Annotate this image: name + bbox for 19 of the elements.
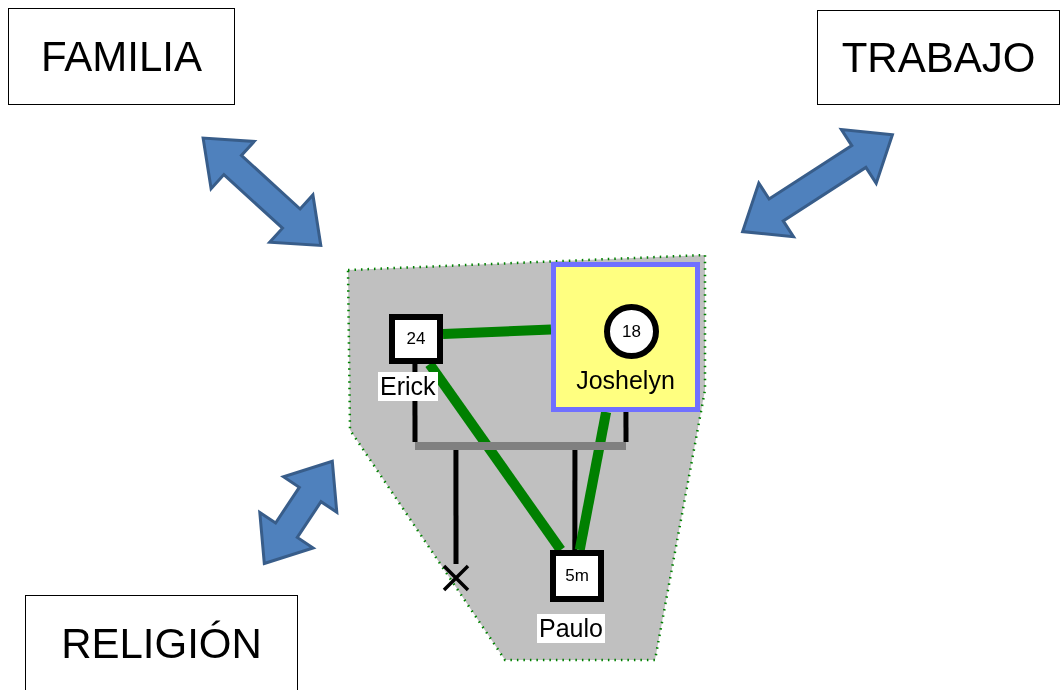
female-symbol: 18 [604, 304, 659, 359]
system-box: TRABAJO [817, 10, 1060, 105]
family-line [453, 450, 459, 564]
male-symbol: 5m [550, 550, 604, 602]
double-arrow [740, 127, 895, 239]
system-box: RELIGIÓN [25, 595, 298, 690]
relationship-line [442, 324, 552, 339]
double-arrow [201, 136, 323, 248]
male-symbol: 24 [389, 314, 443, 364]
double-arrow [258, 459, 339, 566]
family-line [623, 412, 629, 442]
family-line [572, 450, 578, 550]
index-person-highlight [551, 262, 700, 412]
system-box: FAMILIA [8, 8, 235, 105]
person-name: Paulo [537, 614, 605, 643]
relationship-line [574, 411, 612, 551]
person-name: Joshelyn [575, 366, 676, 395]
relationship-line [425, 361, 565, 553]
person-name: Erick [378, 372, 438, 401]
